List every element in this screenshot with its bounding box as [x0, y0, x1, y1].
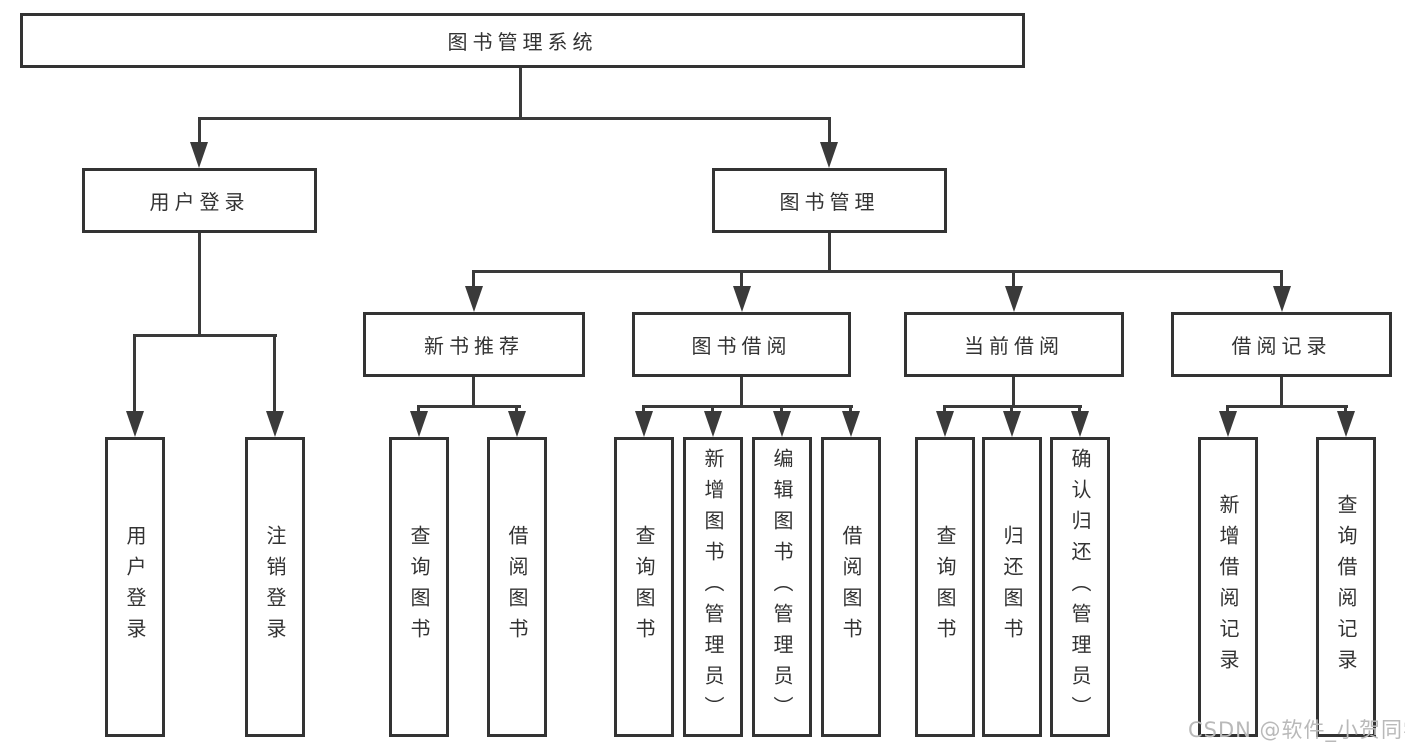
node-return-books: 归还图书	[982, 437, 1042, 737]
arrow-down-icon	[266, 411, 284, 437]
connector-root-stem	[519, 68, 522, 118]
connector-stem	[133, 334, 136, 413]
node-label: 查询借阅记录	[1334, 494, 1358, 680]
connector-stem	[1280, 270, 1283, 288]
connector-stem	[273, 334, 276, 413]
node-current-borrowing: 当前借阅	[904, 312, 1124, 377]
connector-rail	[1226, 405, 1348, 408]
connector-rail	[133, 334, 277, 337]
node-query-books-3: 查询图书	[915, 437, 975, 737]
connector-level3-rail	[472, 270, 1283, 273]
connector-stem	[1012, 377, 1015, 407]
connector-stem	[472, 377, 475, 407]
node-logout: 注销登录	[245, 437, 305, 737]
arrow-down-icon	[1071, 411, 1089, 437]
node-label: 借阅图书	[505, 525, 529, 649]
node-confirm-return-admin: 确认归还（管理员）	[1050, 437, 1110, 737]
node-new-book-recommendation: 新书推荐	[363, 312, 585, 377]
connector-stem	[1010, 405, 1013, 413]
connector-stem	[1280, 377, 1283, 407]
arrow-down-icon	[465, 286, 483, 312]
node-book-borrowing: 图书借阅	[632, 312, 851, 377]
node-user-login-leaf: 用户登录	[105, 437, 165, 737]
node-label: 查询图书	[407, 525, 431, 649]
node-label: 借阅图书	[839, 525, 863, 649]
arrow-down-icon	[820, 142, 838, 168]
node-book-management-system: 图书管理系统	[20, 13, 1025, 68]
node-borrowing-records: 借阅记录	[1171, 312, 1392, 377]
connector-stem	[740, 377, 743, 407]
node-label: 新增图书（管理员）	[701, 447, 725, 727]
arrow-down-icon	[936, 411, 954, 437]
node-label: 归还图书	[1000, 525, 1024, 649]
connector-stem	[472, 270, 475, 288]
connector-stem	[740, 270, 743, 288]
connector-rail	[642, 405, 853, 408]
connector-stem	[417, 405, 420, 413]
node-add-borrow-record: 新增借阅记录	[1198, 437, 1258, 737]
arrow-down-icon	[1219, 411, 1237, 437]
node-label: 确认归还（管理员）	[1068, 447, 1092, 727]
arrow-down-icon	[733, 286, 751, 312]
connector-rail	[417, 405, 521, 408]
connector-stem	[642, 405, 645, 413]
csdn-watermark: CSDN @软件_小贺同学	[1188, 718, 1405, 742]
arrow-down-icon	[190, 142, 208, 168]
connector-stem	[1078, 405, 1081, 413]
node-query-books-1: 查询图书	[389, 437, 449, 737]
connector-stem	[711, 405, 714, 413]
connector-stem	[515, 405, 518, 413]
node-label: 查询图书	[632, 525, 656, 649]
connector-stem	[1344, 405, 1347, 413]
node-query-borrow-record: 查询借阅记录	[1316, 437, 1376, 737]
arrow-down-icon	[842, 411, 860, 437]
arrow-down-icon	[1005, 286, 1023, 312]
node-label: 编辑图书（管理员）	[770, 447, 794, 727]
arrow-down-icon	[126, 411, 144, 437]
connector-stem	[198, 117, 201, 144]
node-edit-book-admin: 编辑图书（管理员）	[752, 437, 812, 737]
node-label: 注销登录	[263, 525, 287, 649]
connector-stem	[828, 117, 831, 144]
arrow-down-icon	[1337, 411, 1355, 437]
connector-level2-rail	[198, 117, 831, 120]
node-label: 新增借阅记录	[1216, 494, 1240, 680]
node-label: 查询图书	[933, 525, 957, 649]
arrow-down-icon	[1273, 286, 1291, 312]
arrow-down-icon	[773, 411, 791, 437]
node-label: 用户登录	[123, 525, 147, 649]
arrow-down-icon	[508, 411, 526, 437]
node-book-management: 图书管理	[712, 168, 947, 233]
arrow-down-icon	[1003, 411, 1021, 437]
connector-stem	[1012, 270, 1015, 288]
arrow-down-icon	[410, 411, 428, 437]
node-user-login: 用户登录	[82, 168, 317, 233]
arrow-down-icon	[704, 411, 722, 437]
arrow-down-icon	[635, 411, 653, 437]
node-borrow-books-2: 借阅图书	[821, 437, 881, 737]
connector-stem	[849, 405, 852, 413]
node-query-books-2: 查询图书	[614, 437, 674, 737]
connector-stem	[1226, 405, 1229, 413]
node-borrow-books-1: 借阅图书	[487, 437, 547, 737]
node-add-book-admin: 新增图书（管理员）	[683, 437, 743, 737]
connector-stem	[828, 233, 831, 272]
connector-stem	[198, 233, 201, 336]
connector-stem	[780, 405, 783, 413]
connector-stem	[943, 405, 946, 413]
